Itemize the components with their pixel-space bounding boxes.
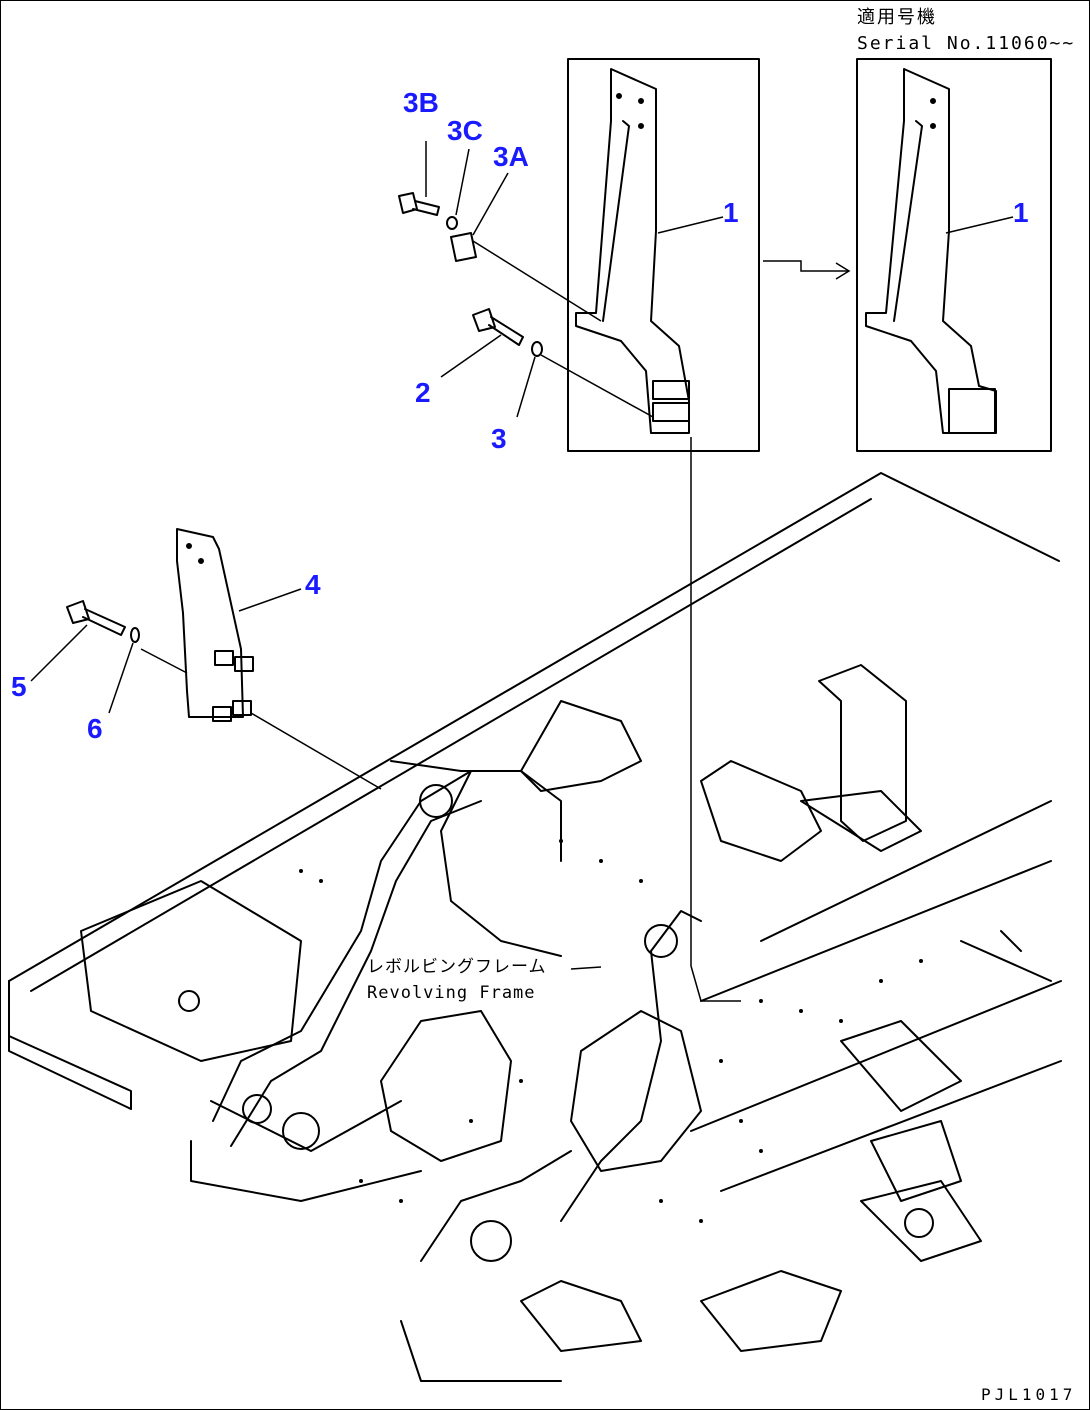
frame-label-en: Revolving Frame — [367, 983, 536, 1003]
plate-part-4 — [176, 528, 254, 722]
callout-2: 2 — [415, 377, 431, 408]
frame-details — [299, 839, 923, 1223]
bracket-part-1 — [575, 68, 690, 434]
detail-box-after — [856, 58, 1052, 452]
revolving-frame — [8, 472, 1062, 1382]
callout-3a: 3A — [493, 141, 529, 172]
applicability-serial: Serial No.11060~~ — [857, 33, 1076, 54]
bolt-5-assembly — [66, 600, 140, 643]
drawing-number: PJL1017 — [981, 1385, 1077, 1404]
callout-3b: 3B — [403, 87, 439, 118]
bolt-2-assembly — [472, 308, 543, 357]
bracket-part-1-revised — [865, 68, 997, 434]
callout-3: 3 — [491, 423, 507, 454]
bolt-3b-assembly — [398, 192, 477, 262]
callout-1-before: 1 — [723, 197, 739, 228]
callout-3c: 3C — [447, 115, 483, 146]
callout-1-after: 1 — [1013, 197, 1029, 228]
detail-box-before — [567, 58, 760, 452]
callout-6: 6 — [87, 713, 103, 744]
callout-4: 4 — [305, 569, 321, 600]
change-arrow — [763, 260, 849, 272]
frame-label-jp: レボルビングフレーム — [367, 957, 547, 977]
callout-5: 5 — [11, 671, 27, 702]
applicability-jp: 適用号機 — [857, 7, 937, 28]
